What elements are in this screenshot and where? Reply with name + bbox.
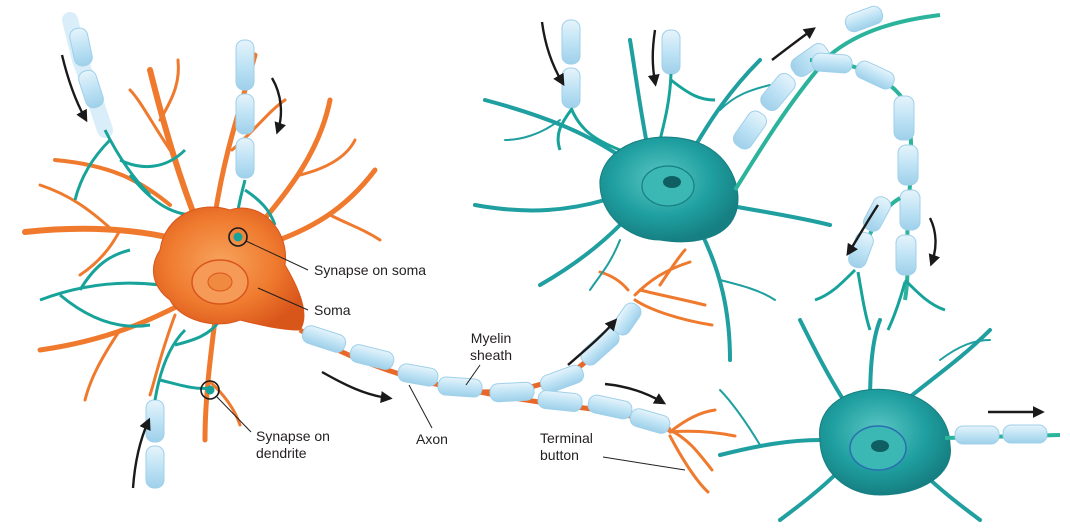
label-soma: Soma xyxy=(314,302,351,318)
impulse-direction-arrow xyxy=(131,417,151,489)
impulse-direction-arrow xyxy=(928,217,941,267)
label-myelin-sheath-line1: Myelin xyxy=(470,330,512,346)
input-axon-bottom xyxy=(145,319,222,489)
label-myelin-sheath-line2: sheath xyxy=(470,347,513,363)
label-synapse-on-dendrite: Synapse on dendrite xyxy=(256,428,330,462)
impulse-direction-arrows xyxy=(60,21,1045,489)
teal-bottom-axon xyxy=(944,424,1061,445)
input-axon-top xyxy=(235,39,277,236)
label-axon: Axon xyxy=(416,431,448,447)
label-terminal-button-line1: Terminal xyxy=(540,430,593,446)
orange-terminal-branches xyxy=(598,248,737,494)
impulse-direction-arrow xyxy=(604,382,667,405)
impulse-direction-arrow xyxy=(771,27,816,61)
label-synapse-on-dendrite-line2: dendrite xyxy=(256,445,307,461)
leader-lines xyxy=(216,240,686,471)
synapse-on-dendrite-highlight-icon xyxy=(200,380,220,400)
input-axon-left xyxy=(62,12,196,217)
impulse-direction-arrow xyxy=(60,54,88,123)
label-synapse-on-dendrite-line1: Synapse on xyxy=(256,428,330,444)
impulse-direction-arrow xyxy=(647,29,660,87)
impulse-direction-arrow xyxy=(270,77,286,135)
impulse-direction-arrow xyxy=(567,318,618,366)
label-terminal-button-line2: button xyxy=(540,447,579,463)
synapse-on-soma-highlight-icon xyxy=(228,227,248,247)
impulse-direction-arrow xyxy=(321,370,393,404)
teal-top-input-axons xyxy=(556,19,716,152)
label-terminal-button: Terminal button xyxy=(540,430,593,464)
impulse-direction-arrow xyxy=(846,204,879,257)
impulse-direction-arrow xyxy=(540,21,565,87)
input-axon-left-lower xyxy=(39,248,161,328)
orange-neuron-dendrites xyxy=(22,52,382,443)
main-axon xyxy=(298,302,672,434)
label-synapse-on-soma: Synapse on soma xyxy=(314,262,427,278)
teal-top-axon xyxy=(732,5,946,331)
label-myelin-sheath: Myelin sheath xyxy=(470,330,512,364)
